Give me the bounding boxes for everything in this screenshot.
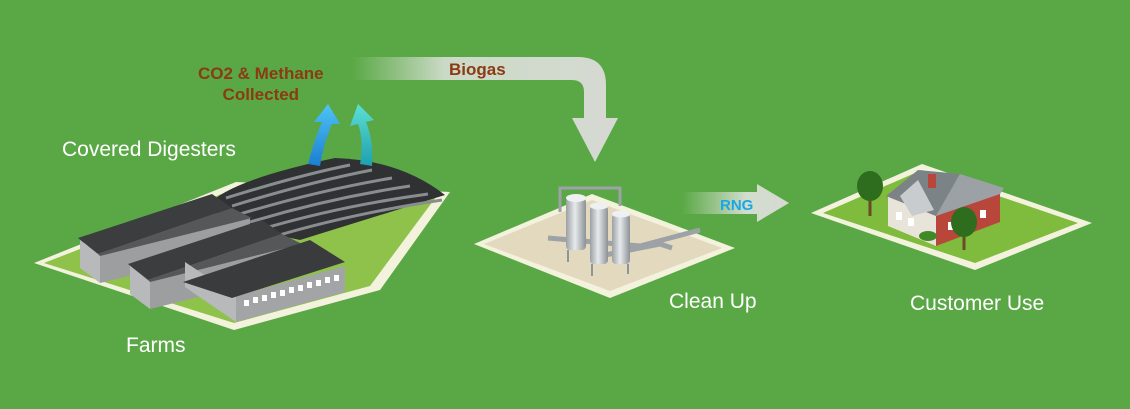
gas-rising-arrow-blue — [308, 104, 340, 166]
covered-digester — [208, 158, 445, 240]
covered-digesters-label: Covered Digesters — [62, 138, 236, 161]
customer-home — [811, 164, 1092, 270]
customer-use-label: Customer Use — [910, 292, 1045, 315]
co2-methane-label-line1: CO2 & Methane — [198, 64, 324, 83]
farm-illustration — [34, 104, 450, 330]
biogas-label: Biogas — [449, 60, 506, 79]
barn-3 — [183, 240, 345, 322]
co2-methane-label: CO2 & Methane Collected — [198, 63, 324, 105]
rng-label: RNG — [720, 197, 754, 214]
rng-flow-arrow — [682, 184, 789, 222]
co2-methane-label-line2: Collected — [222, 85, 300, 104]
clean-up-label: Clean Up — [669, 290, 757, 313]
farms-label: Farms — [126, 334, 186, 357]
biogas-flow-arrow — [352, 57, 618, 162]
clean-up-plant — [474, 186, 735, 298]
gas-rising-arrow-teal — [350, 104, 374, 166]
